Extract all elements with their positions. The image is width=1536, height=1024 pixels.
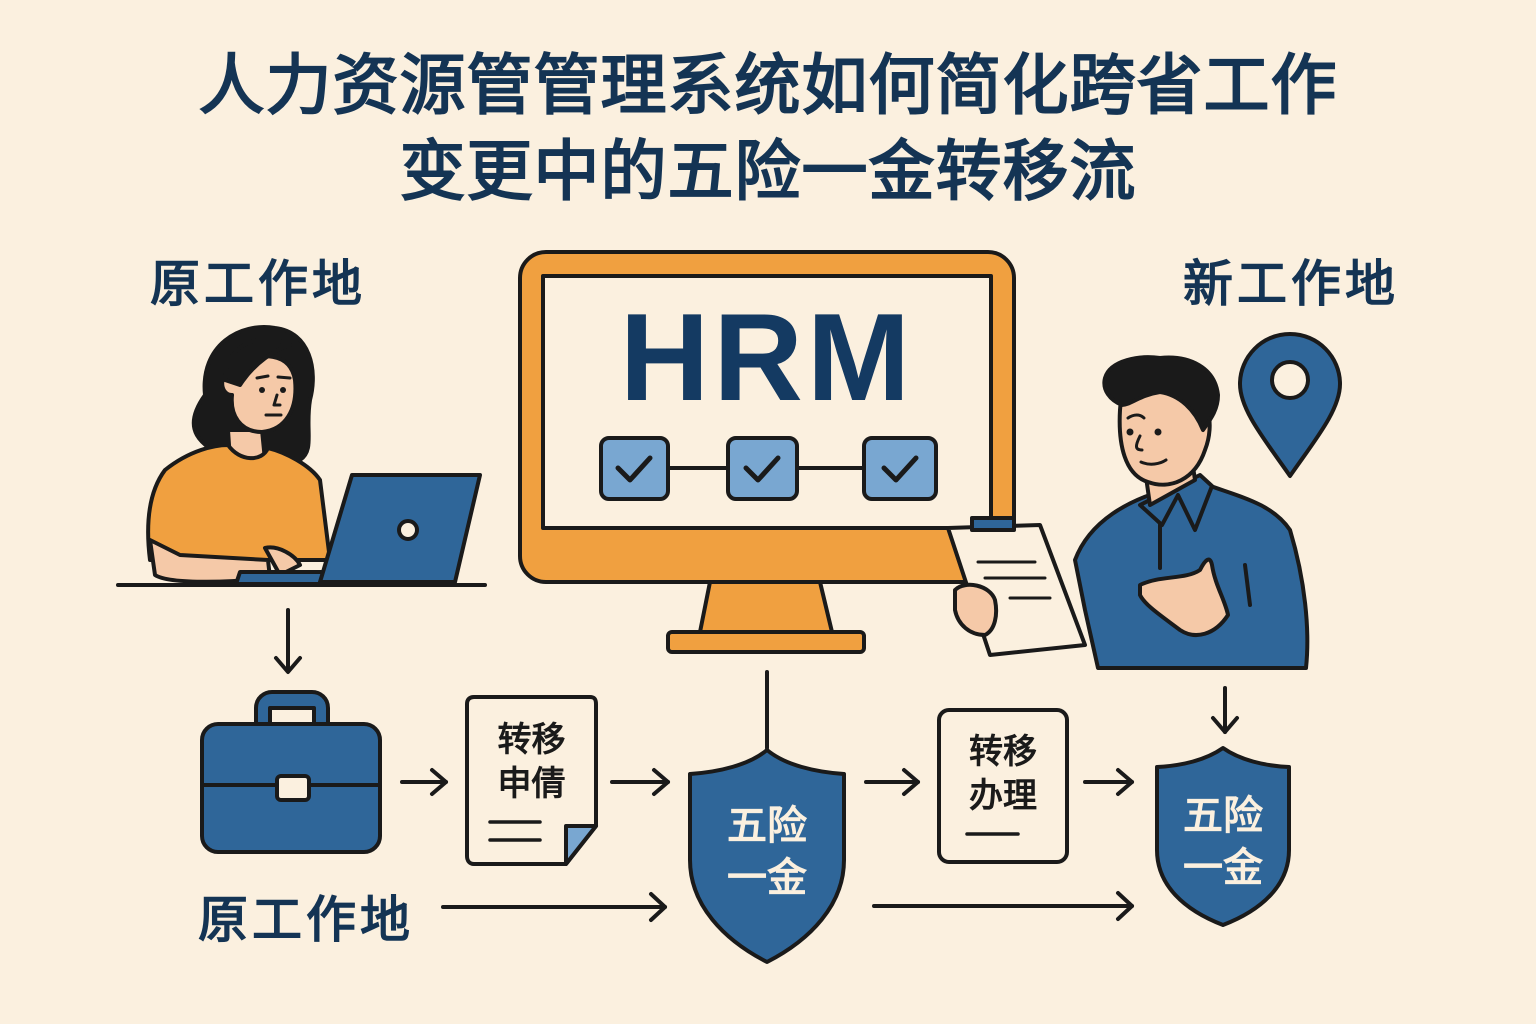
shield-icon: [688, 748, 846, 964]
title-line-1: 人力资源管管理系统如何简化跨省工作: [198, 47, 1338, 124]
arrow-right-icon: [610, 768, 670, 796]
shield-2-line-1: 五险: [1183, 793, 1263, 839]
shield-1-line-1: 五险: [727, 803, 807, 849]
transfer-apply-box: 转移 申倩: [467, 718, 596, 806]
origin-location-label-bottom: 原工作地: [198, 891, 414, 949]
transfer-process-line-1: 转移: [969, 732, 1037, 772]
monitor-icon: [518, 250, 1016, 654]
check-icon: [862, 436, 938, 501]
briefcase-icon: [200, 690, 382, 854]
arrow-down-icon: [274, 608, 302, 674]
arrow-right-icon: [400, 768, 448, 796]
transfer-apply-line-2: 申倩: [497, 764, 566, 804]
insurance-fund-shield-2: 五险 一金: [1157, 790, 1289, 894]
arrow-right-icon: [872, 891, 1134, 921]
document-icon: [937, 708, 1069, 864]
transfer-process-box: 转移 办理: [939, 730, 1067, 818]
destination-location-label: 新工作地: [1183, 255, 1399, 313]
man-illustration: [946, 355, 1310, 670]
arrow-down-icon: [1211, 686, 1239, 734]
check-icon: [599, 436, 670, 501]
shield-2-line-2: 一金: [1183, 845, 1263, 891]
woman-illustration: [116, 325, 487, 587]
insurance-fund-shield-1: 五险 一金: [690, 800, 844, 904]
arrow-right-icon: [441, 892, 667, 922]
title-line-2: 变更中的五险一金转移流: [399, 133, 1137, 210]
shield-icon: [1155, 746, 1291, 927]
shield-1-line-2: 一金: [727, 855, 807, 901]
arrow-right-icon: [864, 768, 920, 796]
origin-location-label: 原工作地: [150, 255, 366, 313]
location-pin-icon: [1238, 332, 1342, 478]
document-icon: [465, 695, 598, 866]
arrow-right-icon: [1083, 768, 1134, 796]
transfer-apply-line-1: 转移: [497, 720, 566, 760]
check-icon: [726, 436, 799, 501]
hrm-logo-text: HRM: [619, 289, 915, 427]
transfer-process-line-2: 办理: [969, 776, 1037, 816]
